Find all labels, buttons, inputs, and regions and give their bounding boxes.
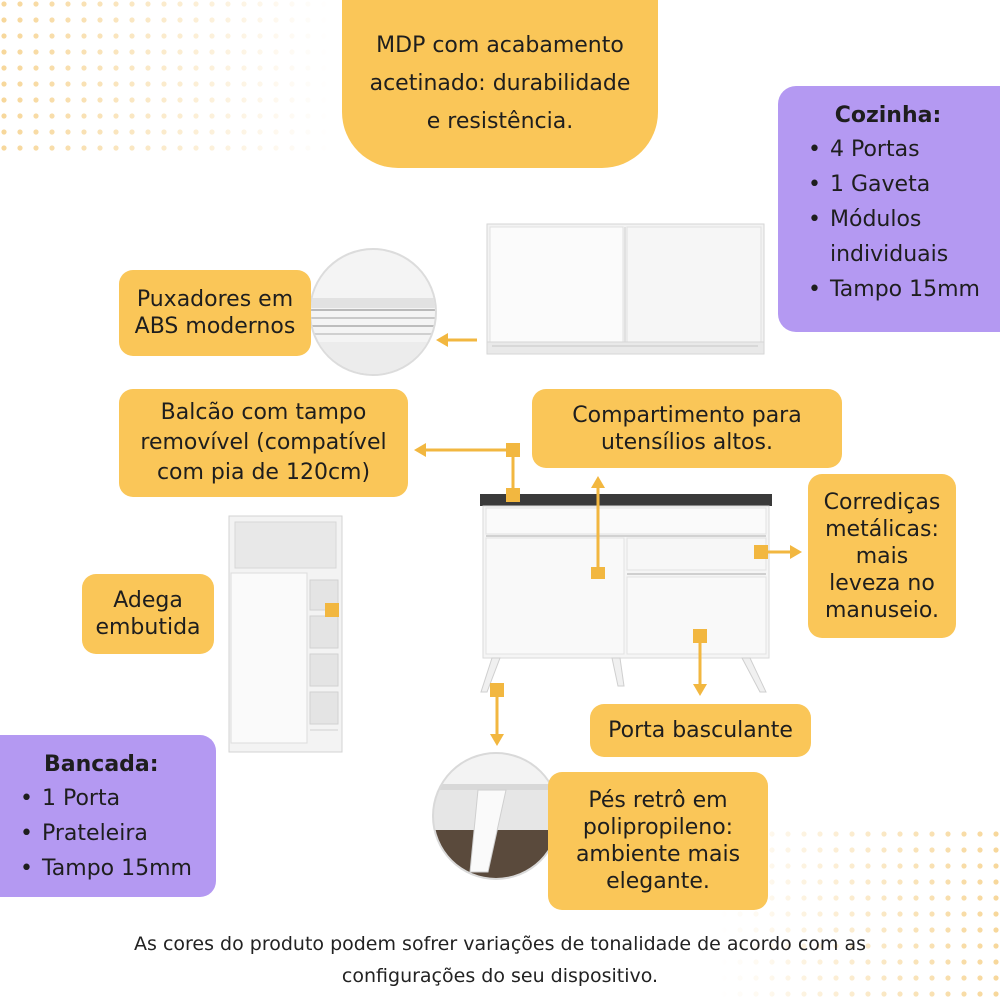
callout-balcao-line-3: com pia de 120cm) <box>156 460 371 485</box>
wine-rack-cabinet <box>228 515 343 753</box>
callout-porta-basculante: Porta basculante <box>590 704 811 757</box>
bench-spec-item: 1 Porta <box>18 781 206 816</box>
disclaimer-footer: As cores do produto podem sofrer variaçõ… <box>0 928 1000 992</box>
callout-compartimento-line-1: Compartimento para <box>572 402 802 428</box>
callout-compartimento: Compartimento para utensílios altos. <box>532 389 842 468</box>
callout-pes-line-4: elegante. <box>606 869 710 894</box>
callout-balcao-line-2: removível (compatível <box>140 430 387 455</box>
bench-spec-box: Bancada: 1 Porta Prateleira Tampo 15mm <box>0 735 216 897</box>
callout-corredicas-line-3: mais <box>855 543 909 569</box>
callout-corredicas-line-1: Corrediças <box>823 489 941 515</box>
callout-puxadores-line-1: Puxadores em <box>136 287 294 312</box>
kitchen-spec-item: Módulos individuais <box>806 202 980 272</box>
callout-balcao-line-1: Balcão com tampo <box>160 400 367 425</box>
callout-pes-line-2: polipropileno: <box>582 815 734 840</box>
callout-corredicas: Corrediças metálicas: mais leveza no man… <box>808 474 956 638</box>
kitchen-spec-item: 4 Portas <box>806 132 990 167</box>
callout-adega-line-2: embutida <box>95 615 201 640</box>
kitchen-spec-box: Cozinha: 4 Portas 1 Gaveta Módulos indiv… <box>778 86 1000 332</box>
kitchen-spec-title: Cozinha: <box>834 103 942 128</box>
handle-detail-zoom <box>309 248 437 376</box>
callout-corredicas-line-4: leveza no <box>829 570 935 596</box>
base-cabinet <box>480 494 772 693</box>
callout-porta-basculante-line-1: Porta basculante <box>608 718 793 743</box>
callout-pes-line-3: ambiente mais <box>575 842 741 867</box>
disclaimer-line-2: configurações do seu dispositivo. <box>341 965 659 987</box>
callout-puxadores: Puxadores em ABS modernos <box>119 270 311 356</box>
callout-corredicas-line-2: metálicas: <box>825 516 939 542</box>
kitchen-spec-item: Tampo 15mm <box>806 272 990 307</box>
callout-compartimento-line-2: utensílios altos. <box>601 429 773 455</box>
bench-spec-title: Bancada: <box>44 752 159 777</box>
callout-corredicas-line-5: manuseio. <box>825 597 939 623</box>
callout-mdp-line-3: e resistência. <box>426 109 574 134</box>
dot-pattern-top-left <box>0 0 330 160</box>
kitchen-spec-item: 1 Gaveta <box>806 167 990 202</box>
callout-adega-line-1: Adega <box>113 588 183 613</box>
callout-mdp-line-2: acetinado: durabilidade <box>369 71 631 96</box>
markers <box>325 443 768 697</box>
callout-pes-retro: Pés retrô em polipropileno: ambiente mai… <box>548 772 768 910</box>
disclaimer-line-1: As cores do produto podem sofrer variaçõ… <box>134 933 866 955</box>
callout-puxadores-line-2: ABS modernos <box>134 314 296 339</box>
callout-mdp: MDP com acabamento acetinado: durabilida… <box>342 0 658 168</box>
bench-spec-item: Tampo 15mm <box>18 851 206 886</box>
callout-pes-line-1: Pés retrô em <box>588 788 728 813</box>
callout-mdp-line-1: MDP com acabamento <box>376 33 624 58</box>
wall-cabinet <box>486 223 765 355</box>
callout-adega: Adega embutida <box>82 574 214 654</box>
bench-spec-item: Prateleira <box>18 816 206 851</box>
callout-balcao: Balcão com tampo removível (compatível c… <box>119 389 408 497</box>
